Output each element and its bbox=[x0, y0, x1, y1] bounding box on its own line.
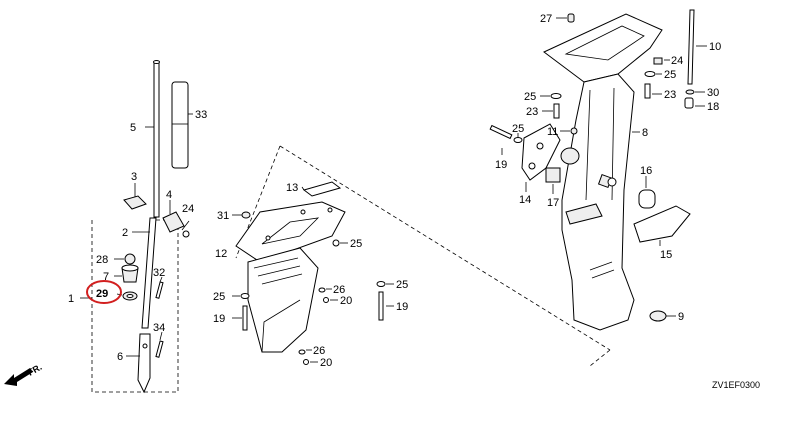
callout-3: 3 bbox=[131, 171, 137, 183]
grommet bbox=[124, 253, 136, 265]
callout-25-top-right: 25 bbox=[664, 69, 676, 81]
nut bbox=[241, 211, 251, 219]
callout-26-lower: 26 bbox=[313, 345, 325, 357]
callout-18: 18 bbox=[707, 101, 719, 113]
rod-joint bbox=[162, 211, 185, 233]
callout-10: 10 bbox=[709, 41, 721, 53]
callout-26-upper: 26 bbox=[333, 284, 345, 296]
callout-33: 33 bbox=[195, 109, 207, 121]
callout-25-bolt: 25 bbox=[512, 123, 524, 135]
callout-5: 5 bbox=[130, 122, 136, 134]
callout-19-mid-left: 19 bbox=[213, 313, 225, 325]
shift-rod bbox=[153, 61, 160, 218]
extension-case-group bbox=[232, 145, 611, 367]
callout-7: 7 bbox=[103, 271, 109, 283]
arrow-icon bbox=[4, 368, 33, 386]
callout-32: 32 bbox=[153, 267, 165, 279]
callout-23-mid: 25 bbox=[350, 238, 362, 250]
washer bbox=[240, 293, 250, 299]
callout-19-right: 19 bbox=[495, 159, 507, 171]
pin-lower bbox=[155, 340, 164, 358]
callout-16: 16 bbox=[640, 165, 652, 177]
small-plug bbox=[567, 13, 575, 23]
callout-22: 23 bbox=[526, 106, 538, 118]
callout-25-mid-right: 25 bbox=[396, 279, 408, 291]
callout-17: 17 bbox=[547, 197, 559, 209]
assembly-bracket bbox=[91, 219, 179, 393]
callout-27: 27 bbox=[540, 13, 552, 25]
callout-31: 31 bbox=[217, 210, 229, 222]
mount-rubber bbox=[638, 189, 656, 209]
callout-6: 6 bbox=[117, 351, 123, 363]
shift-rod-group bbox=[80, 60, 193, 394]
callout-15: 15 bbox=[660, 249, 672, 261]
callout-2: 2 bbox=[122, 227, 128, 239]
callout-21: 23 bbox=[664, 89, 676, 101]
gasket bbox=[302, 181, 342, 197]
callout-8: 8 bbox=[642, 127, 648, 139]
callout-11: 11 bbox=[547, 126, 558, 138]
bolt bbox=[332, 239, 340, 247]
rubber-block bbox=[545, 167, 561, 183]
mounting-case bbox=[561, 73, 635, 331]
extension-case bbox=[247, 247, 319, 353]
callout-9: 9 bbox=[678, 311, 684, 323]
drawing-code: ZV1EF0300 bbox=[712, 380, 760, 390]
side-bolt bbox=[489, 124, 513, 140]
side-cover bbox=[633, 205, 691, 243]
rod-clip bbox=[123, 195, 147, 210]
top-plate bbox=[543, 13, 663, 83]
callout-4: 4 bbox=[166, 189, 172, 201]
callout-23-left: 24 bbox=[182, 203, 194, 215]
callout-30: 30 bbox=[707, 87, 719, 99]
callout-19-mid-right: 19 bbox=[396, 301, 408, 313]
callout-13: 13 bbox=[286, 182, 298, 194]
mount-case-group bbox=[489, 9, 707, 331]
shift-arm bbox=[137, 333, 151, 394]
grommet-9 bbox=[649, 310, 667, 322]
callout-20-upper: 20 bbox=[340, 295, 352, 307]
lower-shift-rod bbox=[141, 217, 157, 329]
callout-28: 28 bbox=[96, 254, 108, 266]
callout-labels: 1 2 3 4 5 6 7 28 29 24 32 33 34 31 12 13… bbox=[68, 13, 760, 390]
direction-label: FR. bbox=[26, 362, 44, 378]
callout-25-mid-left: 25 bbox=[213, 291, 225, 303]
callout-34: 34 bbox=[153, 322, 165, 334]
callout-24: 24 bbox=[671, 55, 683, 67]
tilt-rod bbox=[687, 9, 695, 85]
cap bbox=[653, 57, 663, 65]
rod-tube bbox=[171, 81, 189, 169]
callout-1: 1 bbox=[68, 293, 74, 305]
callout-29: 29 bbox=[96, 288, 108, 300]
callout-12: 12 bbox=[215, 248, 227, 260]
callout-14: 14 bbox=[519, 194, 531, 206]
rubber-mount bbox=[560, 147, 580, 165]
long-bolt bbox=[242, 305, 248, 331]
pin-upper bbox=[155, 281, 164, 299]
callout-25-right: 25 bbox=[524, 91, 536, 103]
front-direction-indicator: FR. bbox=[4, 362, 44, 386]
callout-20-lower: 20 bbox=[320, 357, 332, 369]
highlight-ring bbox=[86, 280, 122, 304]
